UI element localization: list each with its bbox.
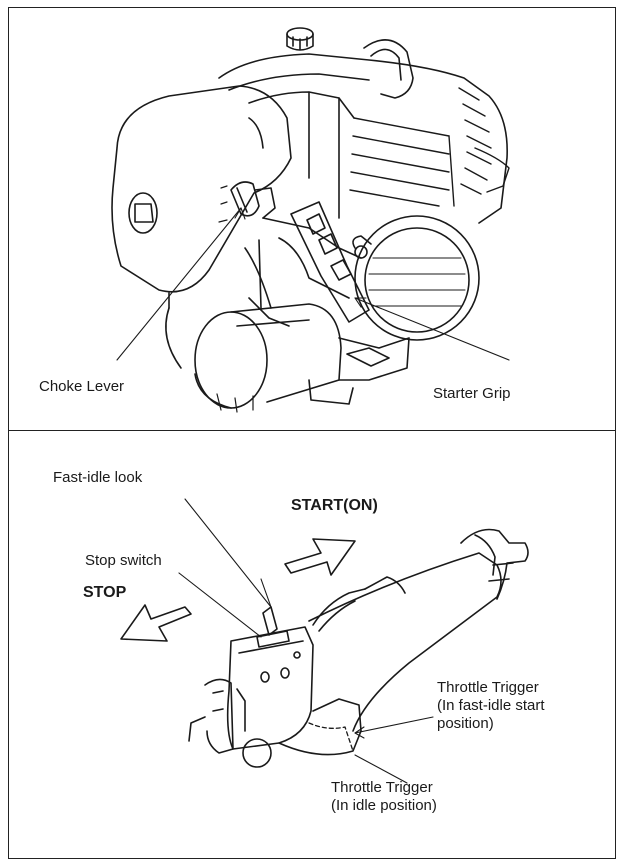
throttle-handle-illustration	[120, 498, 529, 784]
engine-panel: Choke Lever Starter Grip	[9, 8, 615, 430]
starter-grip	[290, 201, 370, 323]
throttle-idle-label: Throttle Trigger (In idle position)	[331, 779, 437, 815]
choke-lever-label: Choke Lever	[39, 378, 125, 395]
handle-grip	[308, 528, 529, 732]
throttle-fast-line-3: position)	[437, 715, 494, 732]
muffler	[165, 292, 342, 413]
choke-leader-line	[116, 207, 242, 361]
start-on-label: START(ON)	[291, 497, 378, 514]
fuel-cap	[286, 27, 314, 51]
cooling-fins	[349, 87, 510, 207]
throttle-fast-line-1: Throttle Trigger	[437, 679, 539, 696]
panel-divider	[8, 430, 616, 431]
stop-switch-label: Stop switch	[85, 552, 162, 569]
throttle-panel: Fast-idle look START(ON) Stop switch STO…	[9, 431, 615, 858]
air-cleaner-cover	[111, 85, 292, 293]
pipe-clamp	[188, 678, 272, 768]
choke-lever	[230, 181, 276, 219]
stop-label: STOP	[83, 584, 127, 601]
throttle-fast-leader-line	[354, 716, 434, 734]
fast-idle-lock-label: Fast-idle look	[53, 469, 143, 486]
throttle-fast-line-2: (In fast-idle start	[437, 697, 545, 714]
engine-illustration	[111, 27, 510, 413]
stop-arrow-icon	[120, 604, 192, 642]
figure-frame	[8, 7, 616, 859]
throttle-idle-line-2: (In idle position)	[331, 797, 437, 814]
stop-switch-leader-line	[178, 572, 262, 638]
throttle-trigger-dashed	[308, 722, 354, 752]
throttle-fast-idle-label: Throttle Trigger (In fast-idle start pos…	[437, 679, 545, 733]
fast-idle-lock	[256, 606, 290, 648]
throttle-idle-leader-line	[354, 754, 408, 784]
start-arrow-icon	[284, 538, 356, 576]
starter-leader-line	[354, 297, 510, 361]
throttle-idle-line-1: Throttle Trigger	[331, 779, 433, 796]
starter-grip-label: Starter Grip	[433, 385, 511, 402]
fast-idle-leader-line	[184, 498, 272, 608]
recoil-starter	[352, 215, 480, 341]
